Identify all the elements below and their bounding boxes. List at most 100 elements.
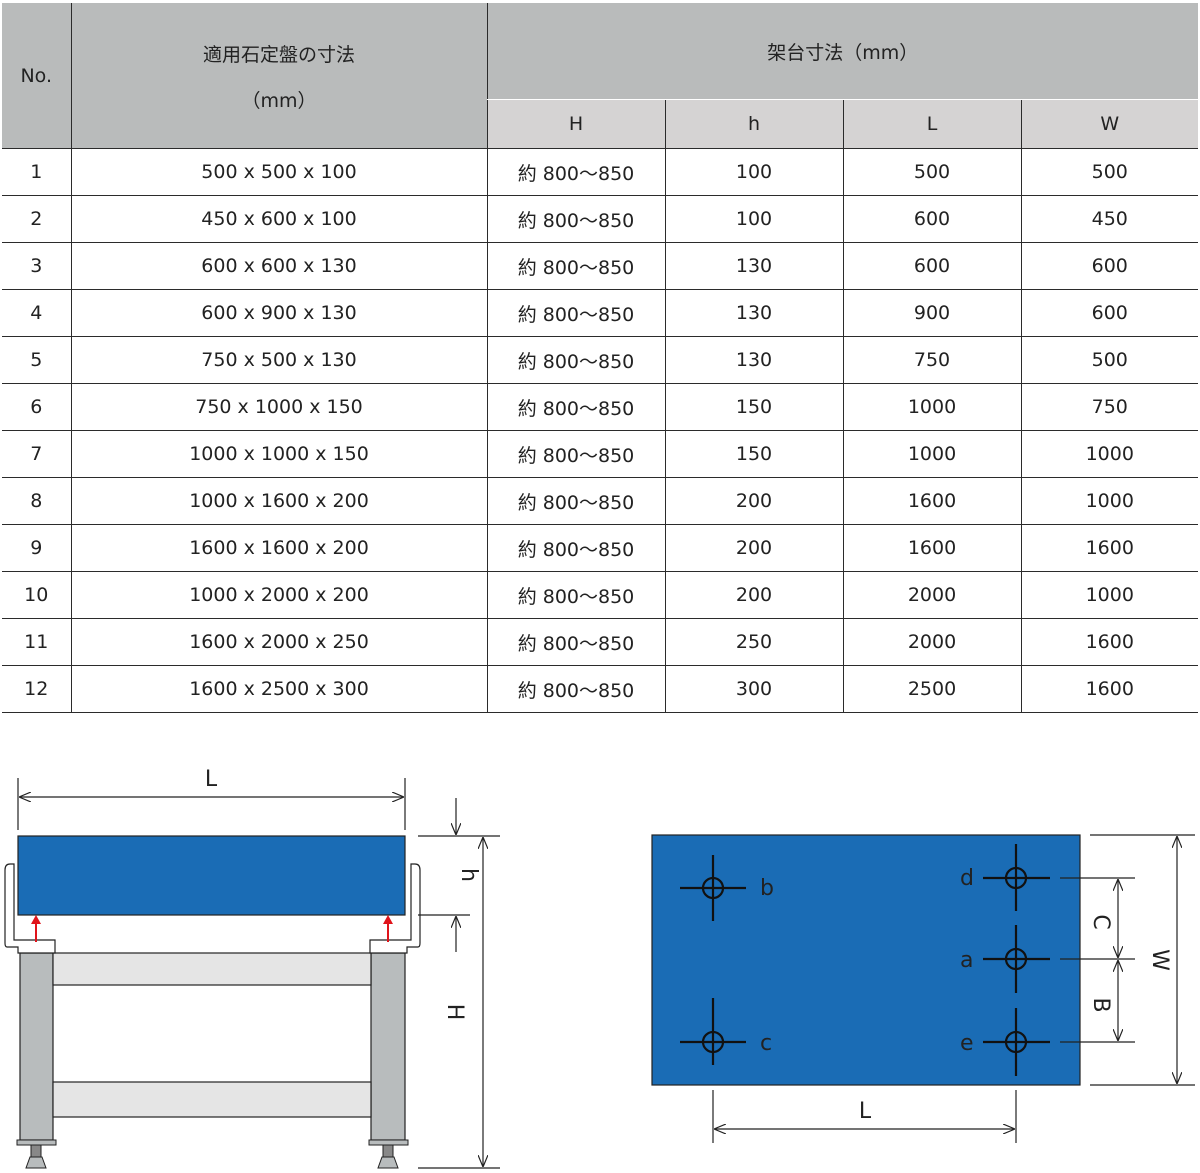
side-view: L h H (4, 767, 500, 1169)
cell-size: 1600 x 2500 x 300 (70, 665, 487, 713)
hole-e-label: e (960, 1031, 974, 1056)
cell-W: 1600 (1020, 618, 1199, 666)
cell-L: 2500 (842, 665, 1021, 713)
cell-W: 750 (1020, 383, 1199, 431)
cell-L: 600 (842, 242, 1021, 290)
stand-diagrams: L h H (4, 767, 1195, 1169)
cell-no: 7 (2, 430, 71, 478)
cell-L: 750 (842, 336, 1021, 384)
hole-b-label: b (760, 876, 774, 901)
cell-no: 11 (2, 618, 71, 666)
cell-h: 100 (664, 195, 843, 243)
cell-L: 500 (842, 148, 1021, 196)
subheader-h: h (664, 99, 843, 149)
cell-size: 750 x 1000 x 150 (70, 383, 487, 431)
hole-c-label: c (760, 1031, 772, 1056)
W-label: W (1147, 949, 1172, 971)
cell-no: 9 (2, 524, 71, 572)
cell-H: 約 800〜850 (486, 571, 665, 619)
hole-d-label: d (960, 866, 974, 891)
cell-H: 約 800〜850 (486, 665, 665, 713)
cell-H: 約 800〜850 (486, 148, 665, 196)
cell-size: 600 x 600 x 130 (70, 242, 487, 290)
cell-W: 500 (1020, 148, 1199, 196)
cell-W: 1600 (1020, 524, 1199, 572)
left-leg (19, 952, 54, 1141)
header-no: No. (2, 3, 71, 149)
cell-size: 1000 x 2000 x 200 (70, 571, 487, 619)
left-foot (16, 1139, 57, 1169)
cell-L: 600 (842, 195, 1021, 243)
cell-h: 200 (664, 524, 843, 572)
cell-size: 750 x 500 x 130 (70, 336, 487, 384)
cell-h: 130 (664, 336, 843, 384)
cell-size: 1000 x 1000 x 150 (70, 430, 487, 478)
cell-h: 250 (664, 618, 843, 666)
cell-H: 約 800〜850 (486, 618, 665, 666)
cell-L: 1000 (842, 430, 1021, 478)
cell-H: 約 800〜850 (486, 524, 665, 572)
cell-L: 2000 (842, 618, 1021, 666)
cell-H: 約 800〜850 (486, 289, 665, 337)
right-foot (368, 1139, 409, 1169)
H-label: H (442, 1004, 467, 1021)
cell-no: 10 (2, 571, 71, 619)
cell-h: 150 (664, 383, 843, 431)
cell-H: 約 800〜850 (486, 430, 665, 478)
header-plate-size-line2: （mm） (241, 89, 317, 112)
C-label: C (1088, 914, 1113, 929)
hole-a-label: a (960, 948, 973, 973)
cell-L: 1600 (842, 524, 1021, 572)
top-view: b c d a e C B W L (651, 834, 1195, 1143)
cell-no: 1 (2, 148, 71, 196)
subheader-L: L (842, 99, 1021, 149)
cell-no: 12 (2, 665, 71, 713)
cell-L: 1600 (842, 477, 1021, 525)
cell-no: 3 (2, 242, 71, 290)
h-label: h (456, 868, 481, 882)
side-L-label: L (205, 767, 218, 792)
cell-L: 1000 (842, 383, 1021, 431)
cell-size: 1000 x 1600 x 200 (70, 477, 487, 525)
cell-size: 600 x 900 x 130 (70, 289, 487, 337)
cell-no: 8 (2, 477, 71, 525)
cell-W: 500 (1020, 336, 1199, 384)
cell-h: 200 (664, 477, 843, 525)
cell-h: 130 (664, 242, 843, 290)
cell-no: 4 (2, 289, 71, 337)
cell-h: 300 (664, 665, 843, 713)
subheader-H: H (486, 99, 665, 149)
cell-H: 約 800〜850 (486, 383, 665, 431)
cell-H: 約 800〜850 (486, 195, 665, 243)
right-leg (370, 952, 406, 1141)
hole-e (983, 1008, 1050, 1076)
cell-no: 6 (2, 383, 71, 431)
cell-W: 1000 (1020, 430, 1199, 478)
cell-W: 1000 (1020, 477, 1199, 525)
upper-rail (52, 952, 372, 986)
cell-size: 500 x 500 x 100 (70, 148, 487, 196)
cell-no: 2 (2, 195, 71, 243)
stone-plate-side (17, 835, 406, 916)
cell-h: 150 (664, 430, 843, 478)
hole-d (983, 844, 1050, 911)
cell-L: 900 (842, 289, 1021, 337)
header-plate-size-line1: 適用石定盤の寸法 (202, 43, 355, 66)
hole-c (680, 998, 746, 1065)
right-bracket (369, 863, 421, 954)
cell-H: 約 800〜850 (486, 336, 665, 384)
header-stand-size: 架台寸法（mm） (486, 3, 1199, 100)
cell-W: 1000 (1020, 571, 1199, 619)
cell-h: 100 (664, 148, 843, 196)
